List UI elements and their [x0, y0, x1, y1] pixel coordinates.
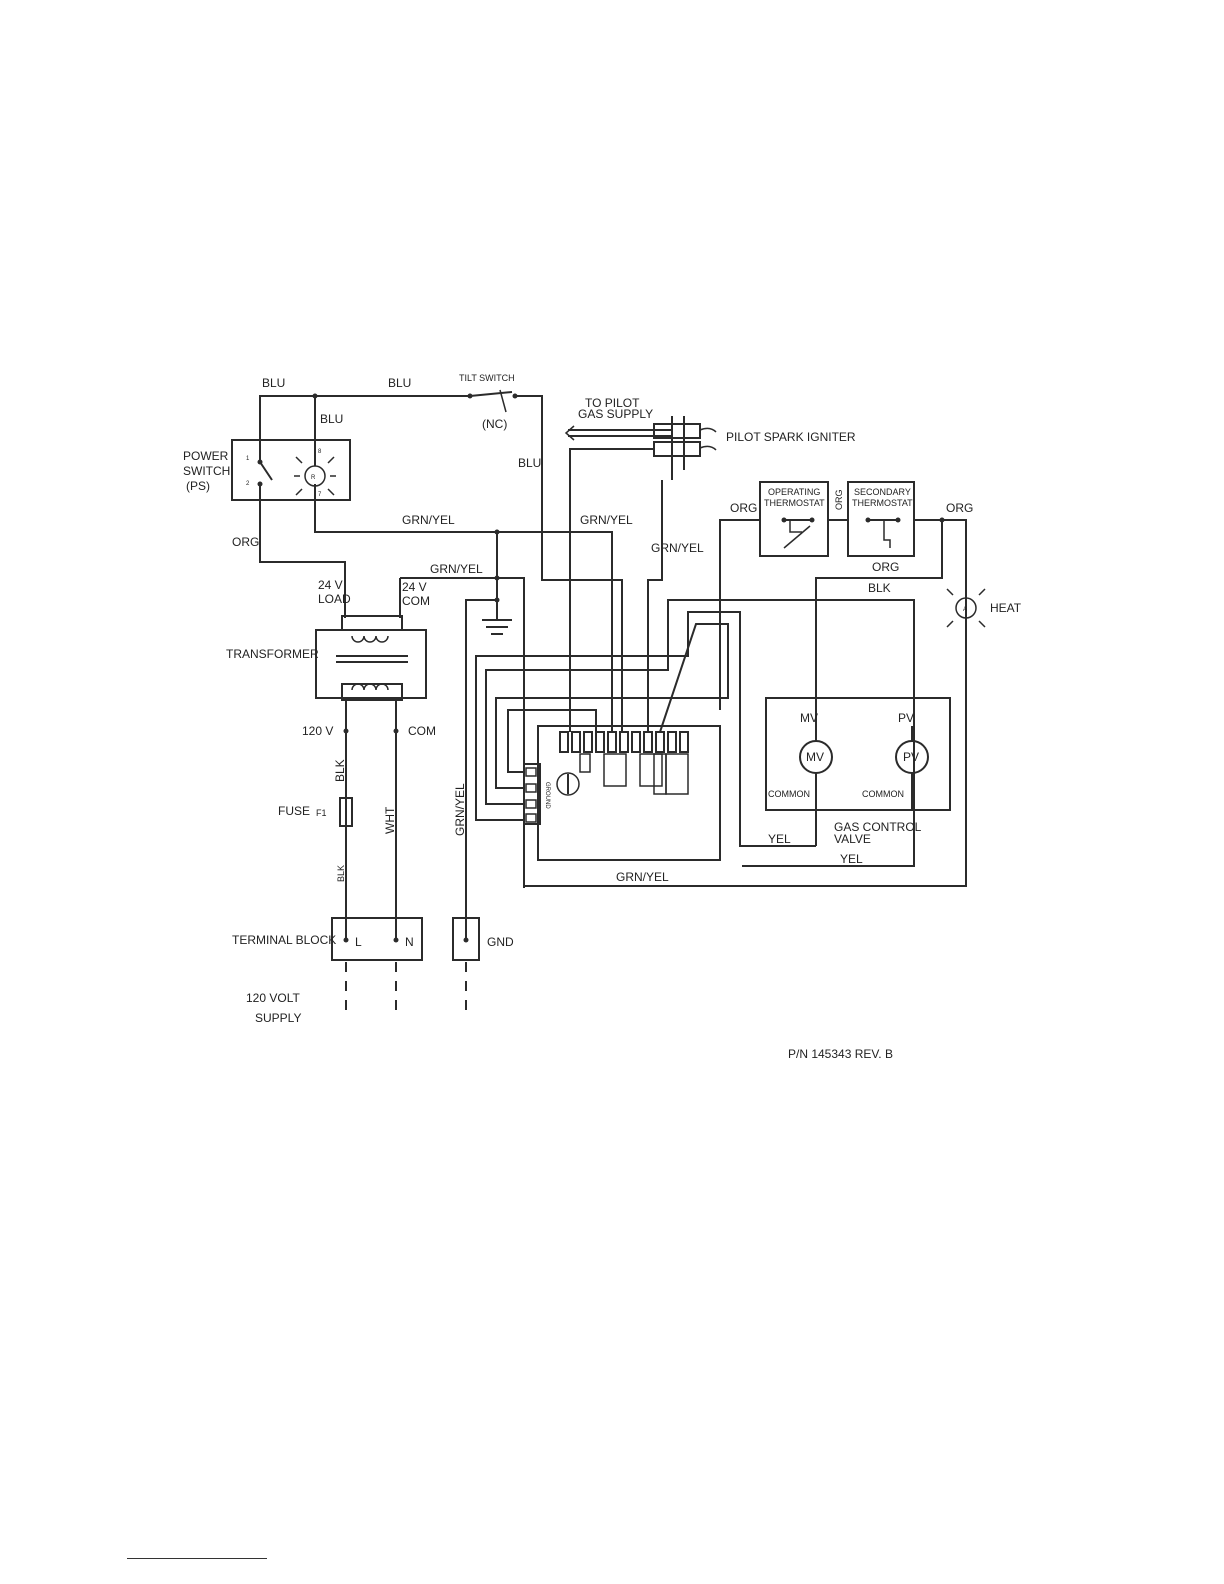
power-switch-label-2: SWITCH — [183, 464, 230, 478]
wire-label-blk-top: BLK — [868, 581, 891, 595]
ps-lamp-label: R — [311, 475, 316, 481]
secondary-thermostat-label-1: SECONDARY — [854, 487, 911, 497]
fuse-label: FUSE — [278, 804, 310, 818]
gas-control-valve — [765, 697, 951, 846]
tilt-switch-label: TILT SWITCH — [459, 373, 515, 383]
footnote-rule — [127, 1558, 267, 1559]
operating-thermostat-label-2: THERMOSTAT — [764, 498, 825, 508]
heat-lamp: A — [946, 588, 986, 628]
wire-label-grn-yel-4: GRN/YEL — [430, 562, 483, 576]
wire-label-blu-switch: BLU — [320, 412, 343, 426]
to-pilot-label-1: TO PILOT — [585, 396, 640, 410]
transformer-label: TRANSFORMER — [226, 647, 319, 661]
load-24v-label-1: 24 V — [318, 578, 343, 592]
terminal-l: L — [355, 935, 362, 949]
wire-label-grn-yel-3: GRN/YEL — [651, 541, 704, 555]
common-right-label: COMMON — [862, 789, 904, 799]
wire-label-grn-yel-1: GRN/YEL — [402, 513, 455, 527]
power-switch-label-1: POWER — [183, 449, 229, 463]
terminal-block-label: TERMINAL BLOCK — [232, 933, 336, 947]
power-switch-label-3: (PS) — [186, 479, 210, 493]
gas-control-label-1: GAS CONTROL — [834, 820, 922, 834]
ignition-control-board: GROUND — [523, 725, 721, 861]
com-label: COM — [408, 724, 436, 738]
pilot-spark-igniter-label: PILOT SPARK IGNITER — [726, 430, 856, 444]
com-24v-label-2: COM — [402, 594, 430, 608]
wire-label-org-left: ORG — [232, 535, 259, 549]
com-24v-label-1: 24 V — [402, 580, 427, 594]
tilt-switch — [467, 389, 518, 413]
ps-pin-7: 7 — [318, 492, 322, 498]
wire-label-blk-1: BLK — [333, 759, 347, 782]
wire-label-blu-top-mid: BLU — [388, 376, 411, 390]
ps-pin-8: 8 — [318, 449, 322, 455]
common-left-label: COMMON — [768, 789, 810, 799]
pv-label: PV — [898, 711, 914, 725]
wire-label-org-right: ORG — [946, 501, 973, 515]
terminal-block — [331, 917, 480, 961]
ps-pin-1: 1 — [246, 456, 250, 462]
wire-label-grn-yel-vertical: GRN/YEL — [453, 783, 467, 836]
wire-label-blk-2: BLK — [336, 865, 346, 882]
secondary-thermostat-label-2: THERMOSTAT — [852, 498, 913, 508]
ground-board-label: GROUND — [544, 782, 550, 809]
supply-label-2: SUPPLY — [255, 1011, 301, 1025]
to-pilot-label-2: GAS SUPPLY — [578, 407, 653, 421]
wire-label-wht: WHT — [383, 806, 397, 834]
tilt-switch-nc: (NC) — [482, 417, 507, 431]
wire-label-yel-2: YEL — [840, 852, 863, 866]
pilot-spark-igniter — [564, 416, 717, 480]
power-switch: R 1 2 8 7 — [231, 439, 351, 501]
part-number: P/N 145343 REV. B — [788, 1047, 893, 1061]
wire-label-grn-yel-2: GRN/YEL — [580, 513, 633, 527]
wire-label-blu-top-left: BLU — [262, 376, 285, 390]
fuse-id: F1 — [316, 808, 327, 818]
heat-label: HEAT — [990, 601, 1022, 615]
v120-label: 120 V — [302, 724, 333, 738]
wire-label-yel-1: YEL — [768, 832, 791, 846]
wire-label-blu-vertical: BLU — [518, 456, 541, 470]
wire-label-org-mid: ORG — [872, 560, 899, 574]
power-switch-lamp-rays — [294, 456, 336, 496]
fuse — [339, 797, 353, 827]
gas-control-label-2: VALVE — [834, 832, 871, 846]
gnd-label: GND — [487, 935, 514, 949]
wire-label-org-vertical: ORG — [834, 489, 844, 510]
heat-lamp-label: A — [963, 607, 967, 613]
supply-label-1: 120 VOLT — [246, 991, 300, 1005]
load-24v-label-2: LOAD — [318, 592, 351, 606]
transformer — [315, 615, 427, 701]
mv-circle-label: MV — [806, 750, 824, 764]
ps-pin-2: 2 — [246, 481, 250, 487]
terminal-n: N — [405, 935, 414, 949]
mv-label: MV — [800, 711, 818, 725]
pv-circle-label: PV — [903, 750, 919, 764]
wire-label-grn-yel-bottom: GRN/YEL — [616, 870, 669, 884]
operating-thermostat-label-1: OPERATING — [768, 487, 820, 497]
wire-label-org-op: ORG — [730, 501, 757, 515]
